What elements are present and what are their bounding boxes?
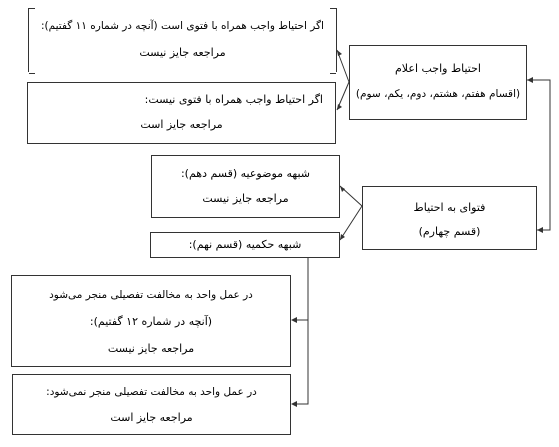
node-no-violation-condition: در عمل واحد به مخالفت تفصیلی منجر نمی‌شو… — [46, 386, 257, 398]
arrowhead-no-violation — [291, 401, 297, 407]
arrowhead-violation — [291, 317, 297, 323]
node-no-violation-result: مراجعه جایز است — [110, 411, 193, 424]
node-fatwa-to-caution: فتوای به احتیاط (قسم چهارم) — [362, 186, 537, 250]
bracket-right — [330, 8, 336, 74]
node-ruling-doubt-title: شبهه حکمیه (قسم نهم): — [188, 238, 302, 251]
connector-ruling-down — [296, 258, 309, 405]
bracket-left — [29, 8, 35, 74]
node-caution-with-fatwa-result: مراجعه جایز نیست — [139, 46, 226, 59]
node-caution-without-fatwa-condition: اگر احتیاط واجب همراه با فتوی نیست: — [144, 93, 323, 106]
node-obligatory-caution-title: احتیاط واجب اعلام — [395, 62, 481, 75]
node-leads-to-violation-note: (آنچه در شماره ۱۲ گفتیم): — [89, 315, 213, 328]
arrowhead-ruling — [340, 234, 345, 240]
node-caution-without-fatwa: اگر احتیاط واجب همراه با فتوی نیست: مراج… — [27, 82, 336, 144]
node-caution-with-fatwa: اگر احتیاط واجب همراه با فتوی است (آنچه … — [28, 8, 337, 74]
arrowhead-without-fatwa — [337, 104, 342, 110]
node-leads-to-violation-result: مراجعه جایز نیست — [107, 342, 195, 355]
node-no-violation: در عمل واحد به مخالفت تفصیلی منجر نمی‌شو… — [12, 374, 291, 435]
node-ruling-doubt: شبهه حکمیه (قسم نهم): — [150, 232, 340, 258]
connector-caution-to-fatwa — [527, 79, 551, 231]
node-leads-to-violation-condition: در عمل واحد به مخالفت تفصیلی منجر می‌شود — [49, 289, 253, 301]
node-caution-without-fatwa-result: مراجعه جایز است — [140, 118, 223, 131]
node-subject-doubt-title: شبهه موضوعیه (قسم دهم): — [180, 167, 311, 180]
arrowhead-fatwa-left — [537, 227, 543, 233]
arrowhead-caution-left — [527, 77, 533, 83]
node-fatwa-to-caution-title: فتوای به احتیاط — [413, 201, 486, 214]
node-fatwa-to-caution-subtitle: (قسم چهارم) — [418, 225, 481, 238]
node-leads-to-violation: در عمل واحد به مخالفت تفصیلی منجر می‌شود… — [11, 275, 291, 367]
node-subject-doubt-result: مراجعه جایز نیست — [202, 192, 289, 205]
arrowhead-with-fatwa — [337, 50, 342, 56]
node-caution-with-fatwa-condition: اگر احتیاط واجب همراه با فتوی است (آنچه … — [41, 20, 324, 32]
node-obligatory-caution-subtitle: (اقسام هفتم، هشتم، دوم، یکم، سوم) — [355, 88, 521, 100]
node-obligatory-caution: احتیاط واجب اعلام (اقسام هفتم، هشتم، دوم… — [349, 45, 527, 120]
node-subject-doubt: شبهه موضوعیه (قسم دهم): مراجعه جایز نیست — [151, 155, 340, 218]
connector-fatwa-to-ruling — [339, 205, 363, 241]
arrowhead-subject — [340, 186, 345, 192]
